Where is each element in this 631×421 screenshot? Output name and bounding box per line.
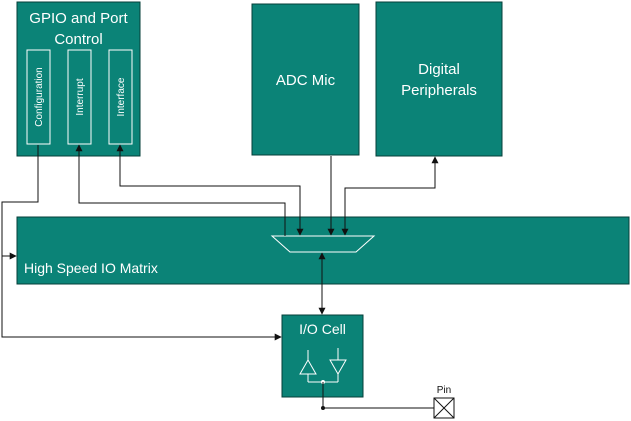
digital-peripherals-block: Digital Peripherals bbox=[375, 1, 503, 157]
interface-label: Interface bbox=[116, 77, 127, 116]
mux-trapezoid-icon bbox=[270, 235, 376, 253]
pin-label: Pin bbox=[437, 385, 451, 396]
io-cell-title: I/O Cell bbox=[299, 321, 346, 337]
connection-wires bbox=[1, 144, 439, 410]
digital-title-line1: Digital bbox=[418, 61, 460, 78]
configuration-sub-block: Configuration bbox=[26, 49, 51, 145]
gpio-title-line2: Control bbox=[54, 31, 102, 48]
interrupt-label: Interrupt bbox=[75, 78, 86, 115]
interface-sub-block: Interface bbox=[108, 49, 133, 145]
gpio-title-line1: GPIO and Port bbox=[29, 10, 128, 27]
gpio-port-control-block: GPIO and Port Control Configuration Inte… bbox=[16, 1, 141, 157]
digital-title-line2: Peripherals bbox=[401, 82, 477, 99]
io-matrix-title: High Speed IO Matrix bbox=[24, 260, 158, 276]
adc-mic-title: ADC Mic bbox=[276, 72, 336, 89]
configuration-label: Configuration bbox=[34, 67, 45, 126]
interrupt-sub-block: Interrupt bbox=[67, 49, 92, 145]
pin: Pin bbox=[433, 385, 455, 419]
adc-mic-block: ADC Mic bbox=[251, 3, 360, 156]
input-buffer-icon bbox=[299, 350, 317, 382]
output-buffer-icon bbox=[329, 348, 347, 382]
